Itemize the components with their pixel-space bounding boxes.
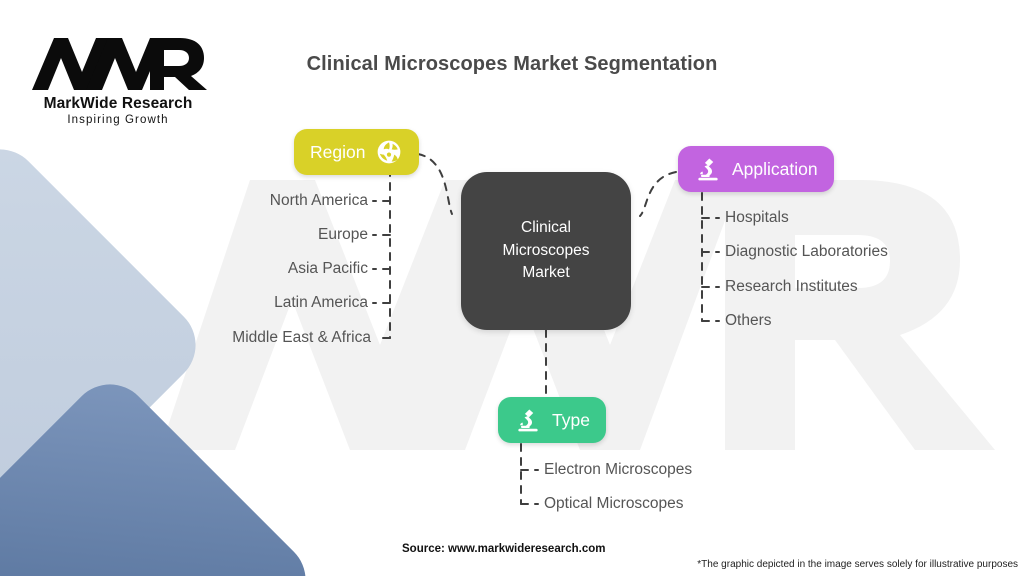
microscope-icon [698,158,718,181]
leaf-region-1: Europe [318,226,368,243]
center-node-label: Clinical Microscopes Market [502,219,590,282]
brand-logo: MarkWide Research Inspiring Growth [28,32,208,126]
connector-region-to-center [417,153,453,215]
branch-label-region: Region [310,141,366,162]
logo-tagline: Inspiring Growth [67,114,169,126]
logo-company-name: MarkWide Research [43,95,193,112]
branch-badge-application[interactable]: Application [678,146,834,192]
globe-icon [378,140,401,164]
disclaimer-note: *The graphic depicted in the image serve… [697,559,1018,570]
leaf-application-3: Others [725,312,772,329]
leaf-type-1: Optical Microscopes [544,495,684,512]
leaf-application-0: Hospitals [725,209,789,226]
leaf-application-1: Diagnostic Laboratories [725,243,888,260]
branch-label-type: Type [552,409,590,430]
microscope-icon [518,409,538,432]
leaf-region-2: Asia Pacific [287,260,368,277]
leaf-type-0: Electron Microscopes [544,461,693,478]
leaf-region-0: North America [269,192,368,209]
connector-application-to-center [639,171,677,217]
center-node: Clinical Microscopes Market [461,172,631,330]
leaf-application-2: Research Institutes [725,278,858,295]
branch-label-application: Application [732,158,818,179]
mwr-logo-icon [32,38,207,90]
page-title: Clinical Microscopes Market Segmentation [306,53,718,75]
leaf-region-3: Latin America [274,294,368,311]
leaf-region-4: Middle East & Africa [232,329,371,346]
branch-badge-type[interactable]: Type [498,397,606,443]
source-credit: Source: www.markwideresearch.com [402,543,606,555]
branch-badge-region[interactable]: Region [294,129,420,175]
